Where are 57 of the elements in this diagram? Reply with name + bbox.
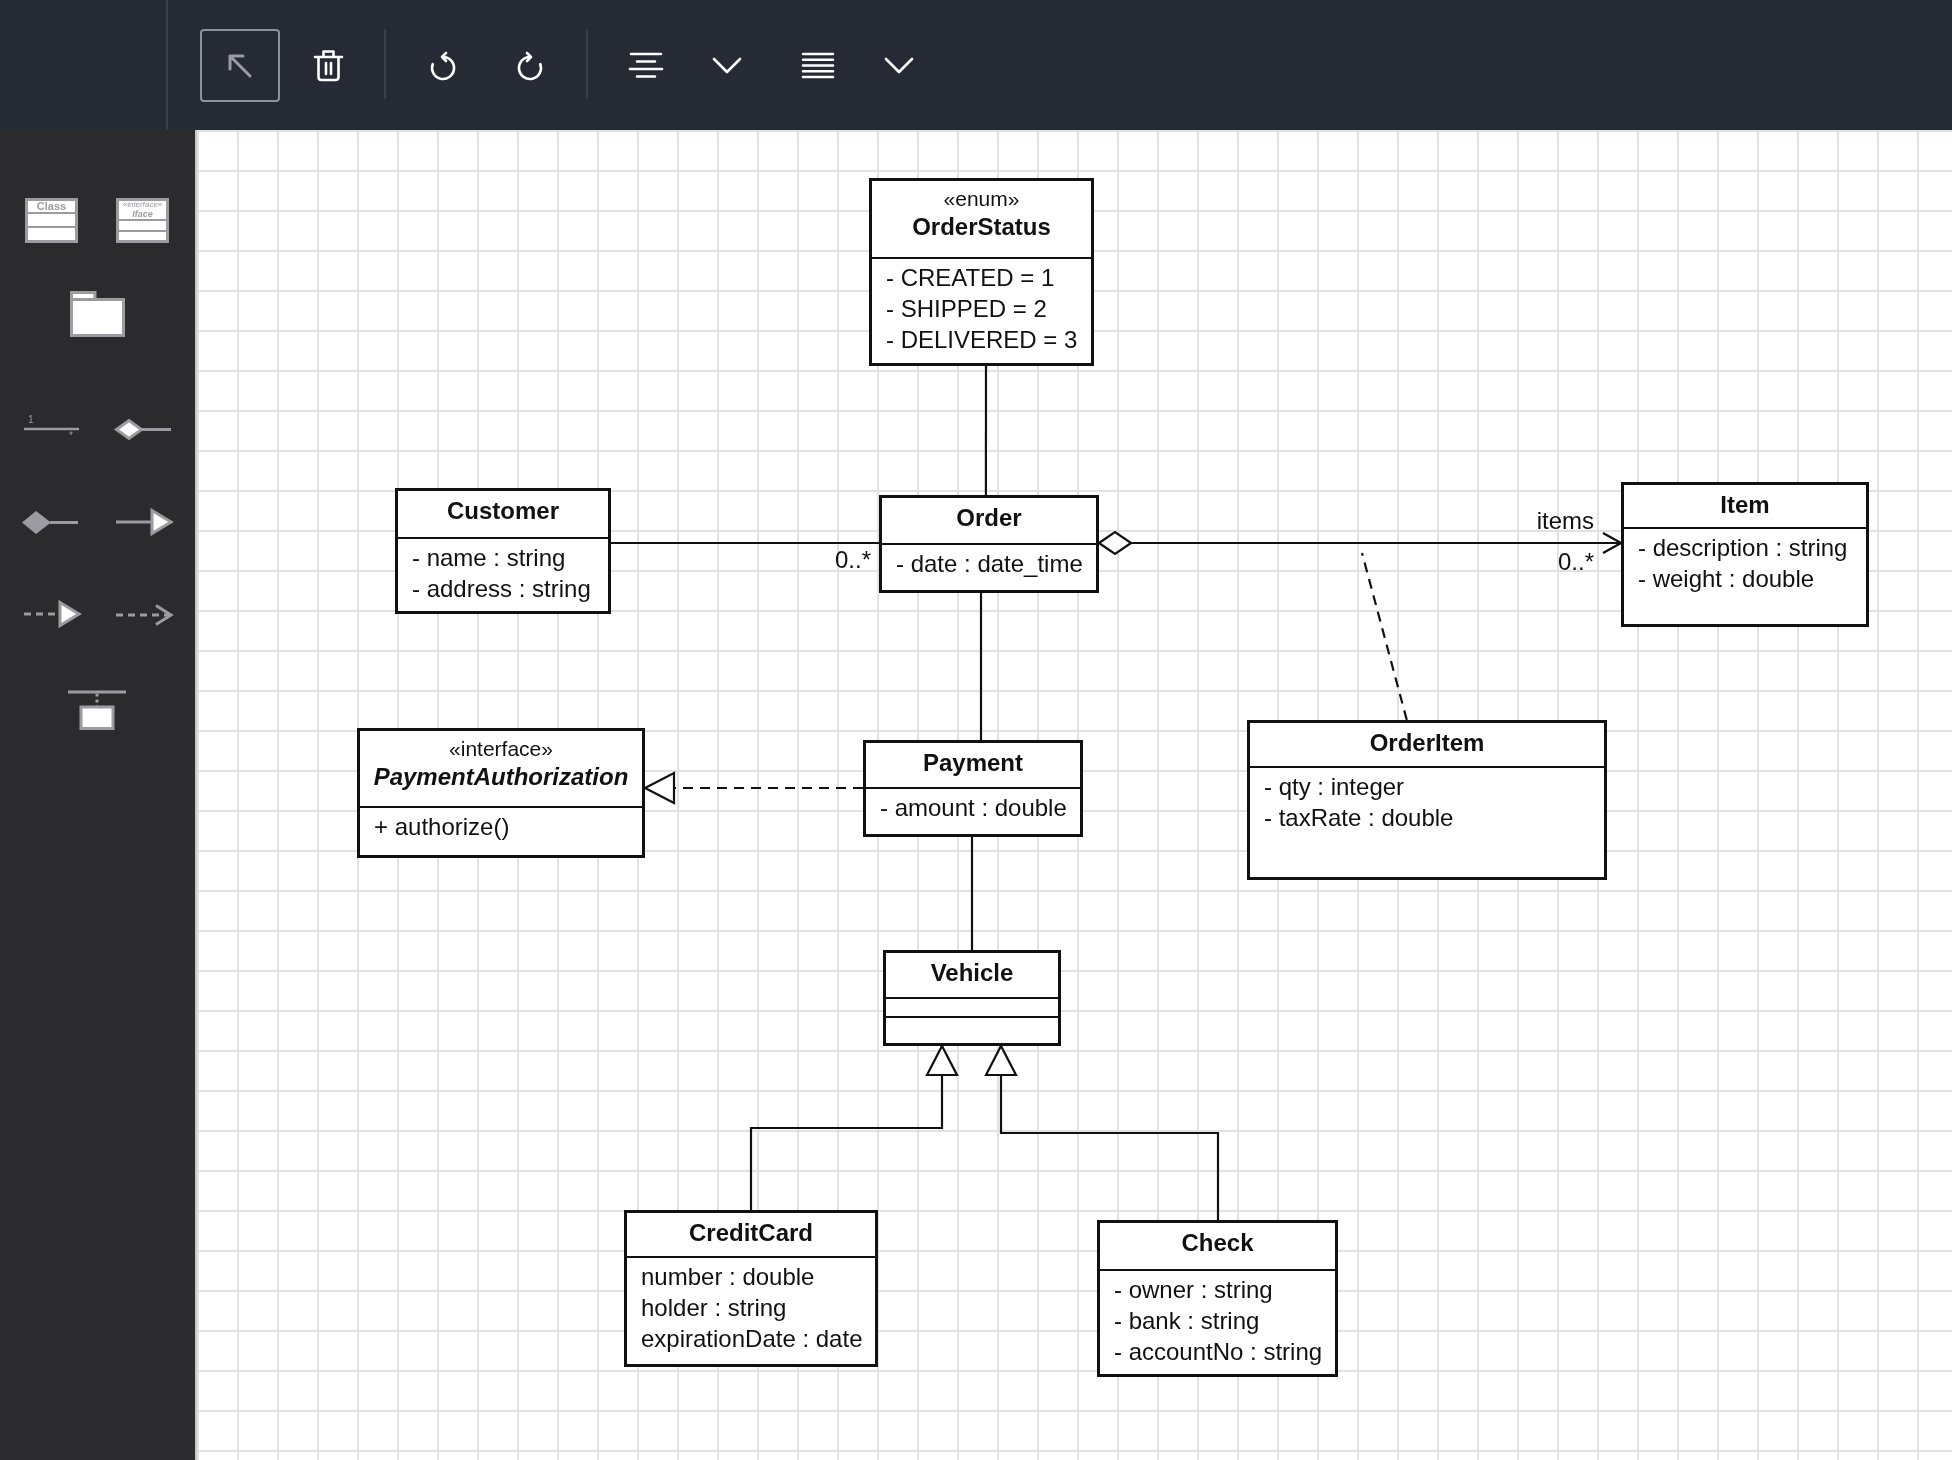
attribute-text: - taxRate : double: [1264, 803, 1454, 833]
class-box: [1247, 720, 1607, 880]
connector-line: [984, 366, 988, 495]
attribute-text: - accountNo : string: [1114, 1337, 1323, 1367]
role-label: items: [1536, 507, 1594, 535]
multiplicity-label: 1: [28, 415, 34, 425]
class-name: CreditCard: [689, 1218, 813, 1248]
attribute-text: - qty : integer: [1264, 772, 1405, 802]
multiplicity-label: 0..*: [1557, 548, 1594, 576]
attribute-text: - description : string: [1638, 533, 1848, 563]
class-name: Payment: [922, 748, 1023, 778]
attribute-text: - address : string: [412, 574, 591, 604]
attribute-text: - bank : string: [1114, 1306, 1260, 1336]
attribute-text: - weight : double: [1638, 564, 1815, 594]
interface-box: [357, 728, 645, 858]
class-box: [883, 950, 1061, 1046]
stereotype-label: «enum»: [943, 186, 1020, 212]
multiplicity-label: *: [69, 431, 73, 441]
attribute-text: - amount : double: [880, 793, 1067, 823]
enum-box: [869, 178, 1094, 366]
multiplicity-label: 0..*: [834, 546, 871, 574]
enum-value: - DELIVERED = 3: [886, 325, 1078, 355]
class-name: Customer: [447, 496, 559, 526]
attribute-text: number : double: [641, 1262, 815, 1292]
class-name: Item: [1720, 490, 1770, 520]
stereotype-label: «interface»: [449, 736, 553, 762]
connector-line: [979, 593, 983, 740]
realization-arrow: [643, 771, 863, 805]
connector-line: [611, 541, 879, 545]
class-name: OrderItem: [1369, 728, 1485, 758]
class-name: Check: [1181, 1228, 1254, 1258]
tool-label: Iface: [132, 209, 153, 219]
aggregation-arrow: [1097, 530, 1623, 556]
class-name: Order: [956, 503, 1022, 533]
attribute-text: holder : string: [641, 1293, 787, 1323]
enum-value: - CREATED = 1: [886, 263, 1055, 293]
method-text: + authorize(): [374, 812, 510, 842]
class-name: PaymentAuthorization: [373, 762, 629, 792]
class-box: [395, 488, 611, 614]
attribute-text: expirationDate : date: [641, 1324, 863, 1354]
attribute-text: - date : date_time: [896, 549, 1083, 579]
connector-line: [970, 837, 974, 950]
attribute-text: - name : string: [412, 543, 566, 573]
class-box: [879, 495, 1099, 593]
class-name: Vehicle: [930, 958, 1014, 988]
class-name: OrderStatus: [912, 212, 1051, 242]
class-box: [624, 1210, 878, 1367]
class-box: [1621, 482, 1869, 627]
dashed-line: [1360, 552, 1408, 721]
generalization-arrow: [749, 1044, 959, 1210]
tool-label: Class: [36, 200, 67, 212]
class-box: [1097, 1220, 1338, 1377]
class-box: [863, 740, 1083, 837]
attribute-text: - owner : string: [1114, 1275, 1273, 1305]
enum-value: - SHIPPED = 2: [886, 294, 1047, 324]
generalization-arrow: [984, 1044, 1220, 1220]
stereotype-label: «interface»: [122, 200, 163, 209]
